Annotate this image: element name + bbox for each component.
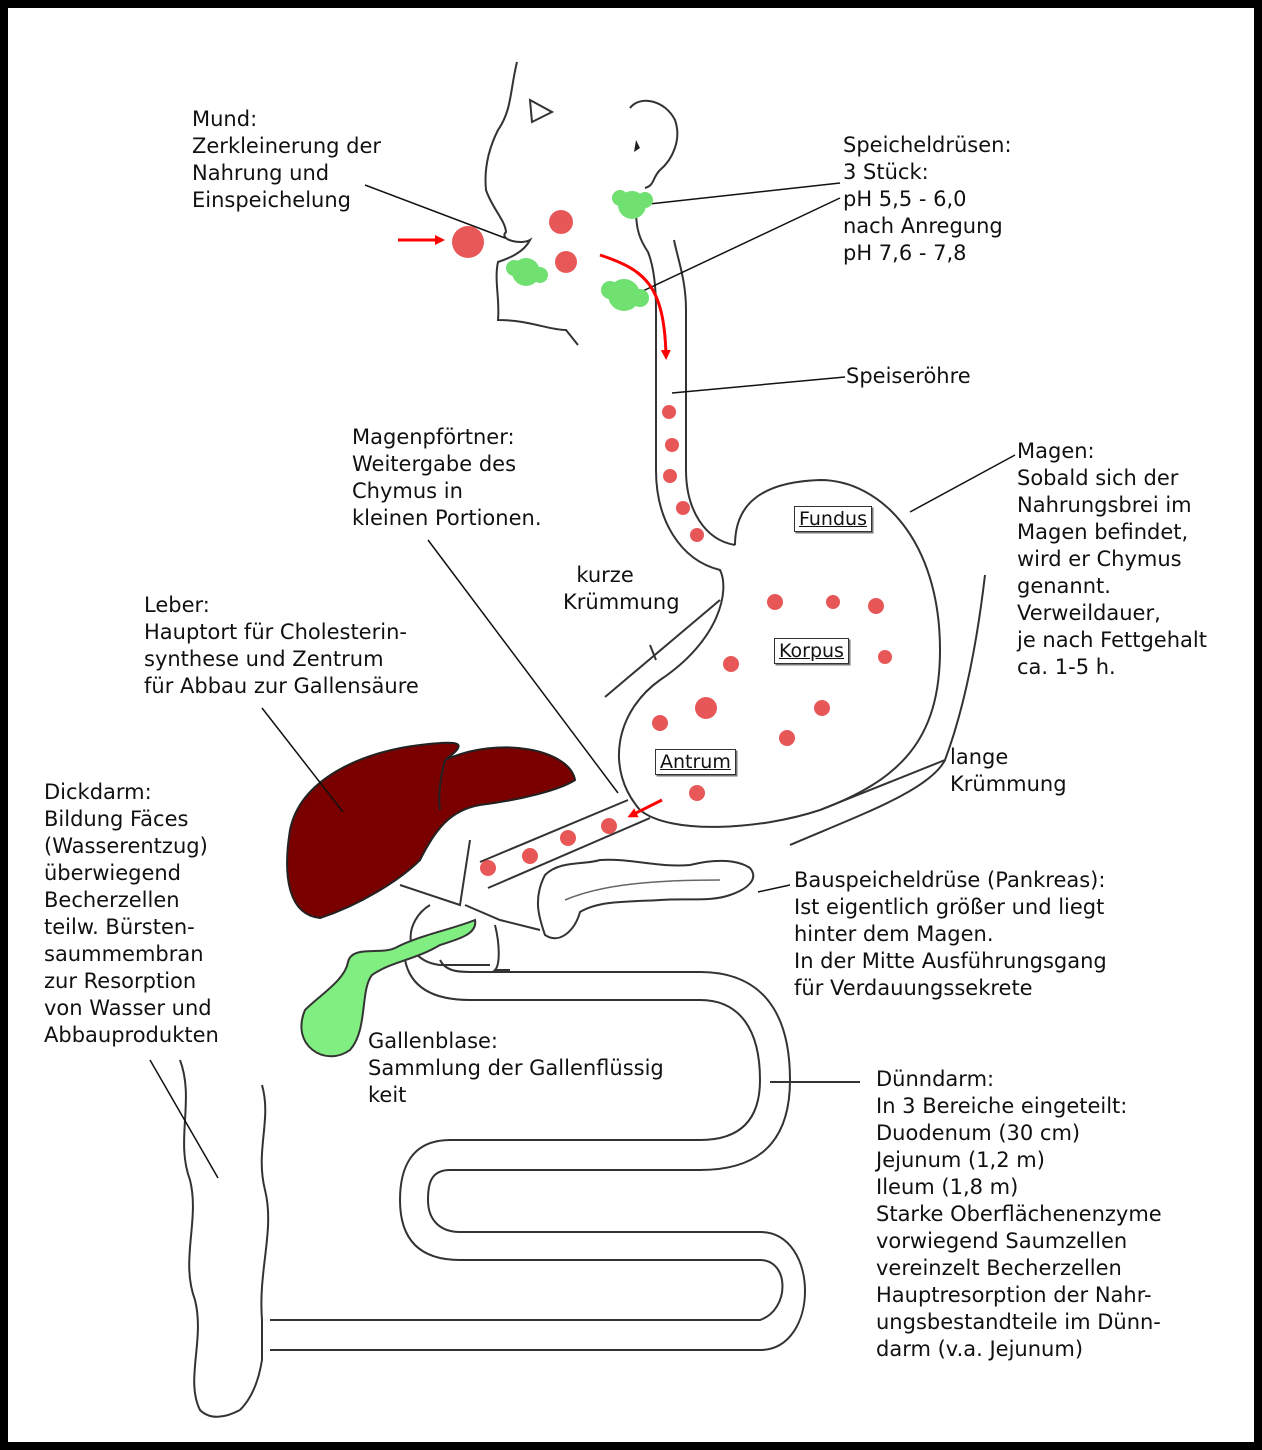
eye <box>530 100 552 122</box>
magen-label: Magen: Sobald sich der Nahrungsbrei im M… <box>1017 438 1207 681</box>
ear-canal <box>634 140 640 152</box>
leber-label: Leber: Hauptort für Cholesterin- synthes… <box>144 592 419 700</box>
duenndarm-label: Dünndarm: In 3 Bereiche eingeteilt: Duod… <box>876 1066 1162 1363</box>
greater-curvature-line-2 <box>790 760 945 845</box>
gallenblase-label: Gallenblase: Sammlung der Gallenflüssig … <box>368 1028 664 1109</box>
liver <box>287 743 575 918</box>
mund-label: Mund: Zerkleinerung der Nahrung und Eins… <box>192 106 381 214</box>
speicheldruesen-label: Speicheldrüsen: 3 Stück: pH 5,5 - 6,0 na… <box>843 132 1012 267</box>
salivary-glands <box>506 190 653 311</box>
antrum-label: Antrum <box>655 749 736 775</box>
dickdarm-label: Dickdarm: Bildung Fäces (Wasserentzug) ü… <box>44 779 219 1049</box>
korpus-label: Korpus <box>774 638 849 664</box>
fundus-label: Fundus <box>794 506 872 532</box>
pancreas <box>538 860 753 938</box>
speiseroehre-label: Speiseröhre <box>846 363 971 390</box>
stomach-outer-wall <box>619 210 940 827</box>
kurze-kruemmung-label: kurze Krümmung <box>563 562 680 616</box>
colon-wall-left <box>180 1060 240 1417</box>
pankreas-label: Bauspeicheldrüse (Pankreas): Ist eigentl… <box>794 867 1107 1002</box>
face-outline <box>486 62 579 345</box>
lange-kruemmung-label: lange Krümmung <box>950 744 1067 798</box>
magenpfoertner-label: Magenpförtner: Weitergabe des Chymus in … <box>352 424 542 532</box>
colon-wall-right <box>240 1085 268 1410</box>
